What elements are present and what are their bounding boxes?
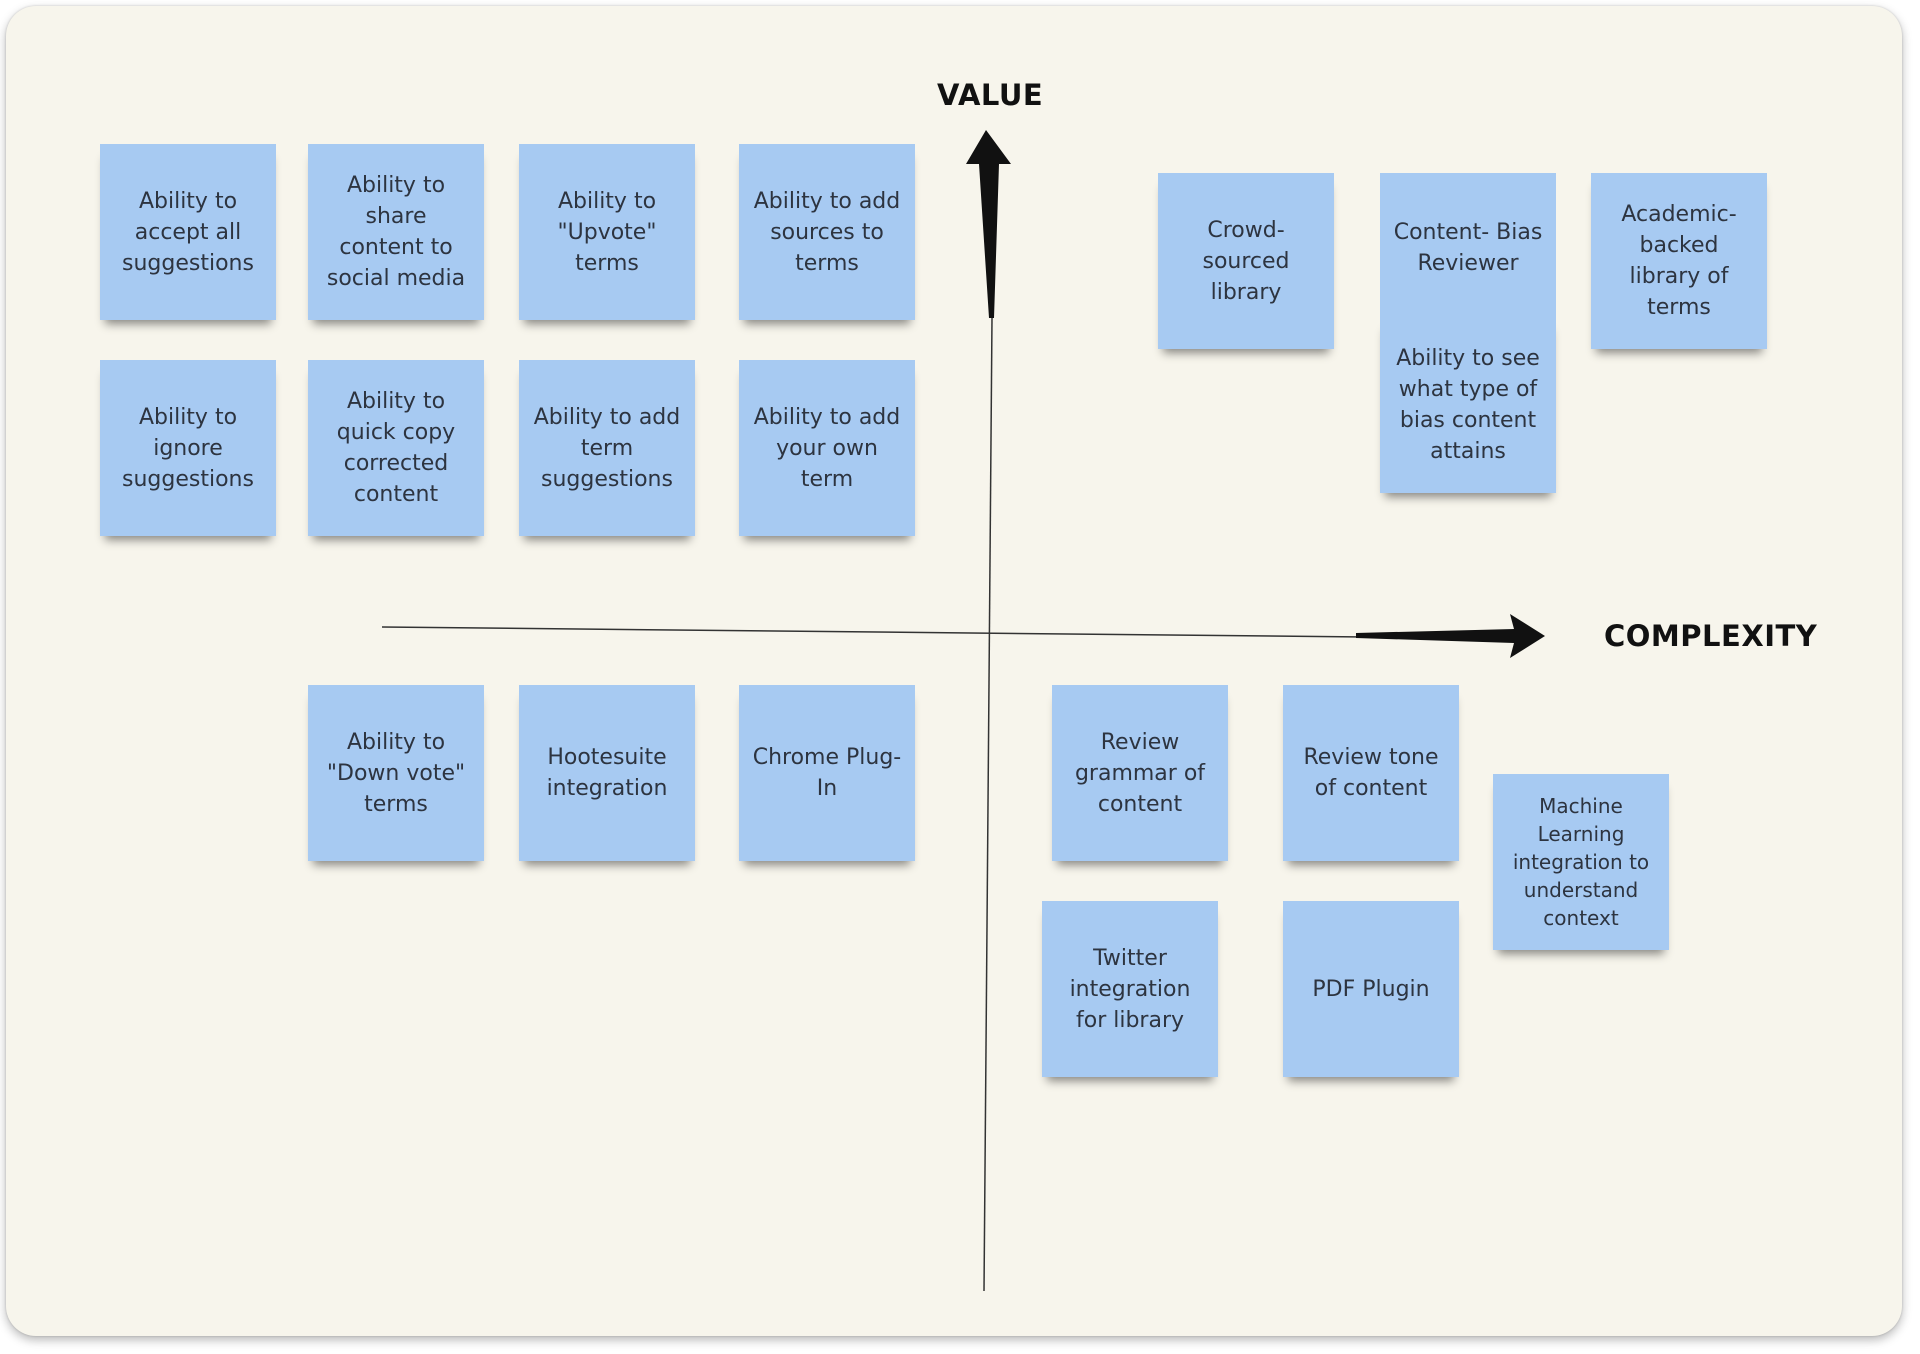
sticky-note-text: Content- Bias Reviewer	[1393, 220, 1543, 276]
sticky-note[interactable]: Review tone of content	[1283, 685, 1459, 861]
complexity-axis-arrow	[1356, 614, 1545, 658]
sticky-note[interactable]: Twitter integration for library	[1042, 901, 1218, 1077]
sticky-note-text: Crowd-sourced library	[1202, 217, 1290, 305]
sticky-note[interactable]: Academic-backed library of terms	[1591, 173, 1767, 349]
value-axis-line	[983, 317, 993, 1292]
value-axis-arrow	[966, 130, 1011, 318]
sticky-note[interactable]: Review grammar of content	[1052, 685, 1228, 861]
complexity-axis-label: COMPLEXITY	[1604, 619, 1818, 653]
sticky-note[interactable]: Content- Bias Reviewer	[1380, 173, 1556, 323]
sticky-note-text: Ability to "Upvote" terms	[557, 188, 657, 276]
whiteboard-canvas: VALUE COMPLEXITY Ability to accept all s…	[6, 6, 1902, 1336]
sticky-note-text: Ability to add sources to terms	[753, 188, 901, 276]
sticky-note-text: Twitter integration for library	[1069, 945, 1191, 1033]
sticky-note[interactable]: Ability to see what type of bias content…	[1380, 317, 1556, 493]
complexity-axis-line	[381, 626, 1367, 638]
sticky-note-text: Chrome Plug-In	[752, 745, 902, 801]
sticky-note[interactable]: Ability to quick copy corrected content	[308, 360, 484, 536]
sticky-note[interactable]: Ability to add sources to terms	[739, 144, 915, 320]
sticky-note-text: Ability to add term suggestions	[533, 404, 681, 492]
sticky-note-text: Ability to share content to social media	[326, 173, 466, 291]
sticky-note[interactable]: Ability to add term suggestions	[519, 360, 695, 536]
axes	[381, 130, 1545, 1292]
sticky-note[interactable]: Machine Learning integration to understa…	[1493, 774, 1669, 950]
sticky-note[interactable]: Hootesuite integration	[519, 685, 695, 861]
value-axis-label: VALUE	[937, 78, 1044, 112]
sticky-note-text: Academic-backed library of terms	[1621, 202, 1737, 320]
sticky-note-text: Ability to "Down vote" terms	[326, 729, 466, 817]
sticky-note[interactable]: PDF Plugin	[1283, 901, 1459, 1077]
sticky-note[interactable]: Crowd-sourced library	[1158, 173, 1334, 349]
sticky-note-text: Hootesuite integration	[546, 745, 668, 801]
sticky-note-text: Review grammar of content	[1074, 729, 1206, 817]
sticky-note-text: Ability to quick copy corrected content	[336, 389, 456, 507]
sticky-note[interactable]: Ability to ignore suggestions	[100, 360, 276, 536]
sticky-note[interactable]: Chrome Plug-In	[739, 685, 915, 861]
sticky-note[interactable]: Ability to "Upvote" terms	[519, 144, 695, 320]
sticky-note-text: Machine Learning integration to understa…	[1512, 794, 1650, 930]
sticky-note-text: Review tone of content	[1303, 745, 1439, 801]
sticky-note-text: Ability to see what type of bias content…	[1396, 346, 1540, 464]
sticky-note-text: PDF Plugin	[1312, 976, 1430, 1002]
sticky-note[interactable]: Ability to share content to social media	[308, 144, 484, 320]
sticky-note-text: Ability to add your own term	[753, 404, 901, 492]
sticky-note[interactable]: Ability to add your own term	[739, 360, 915, 536]
sticky-note-text: Ability to accept all suggestions	[122, 188, 254, 276]
sticky-note[interactable]: Ability to accept all suggestions	[100, 144, 276, 320]
sticky-note[interactable]: Ability to "Down vote" terms	[308, 685, 484, 861]
sticky-note-text: Ability to ignore suggestions	[122, 404, 254, 492]
